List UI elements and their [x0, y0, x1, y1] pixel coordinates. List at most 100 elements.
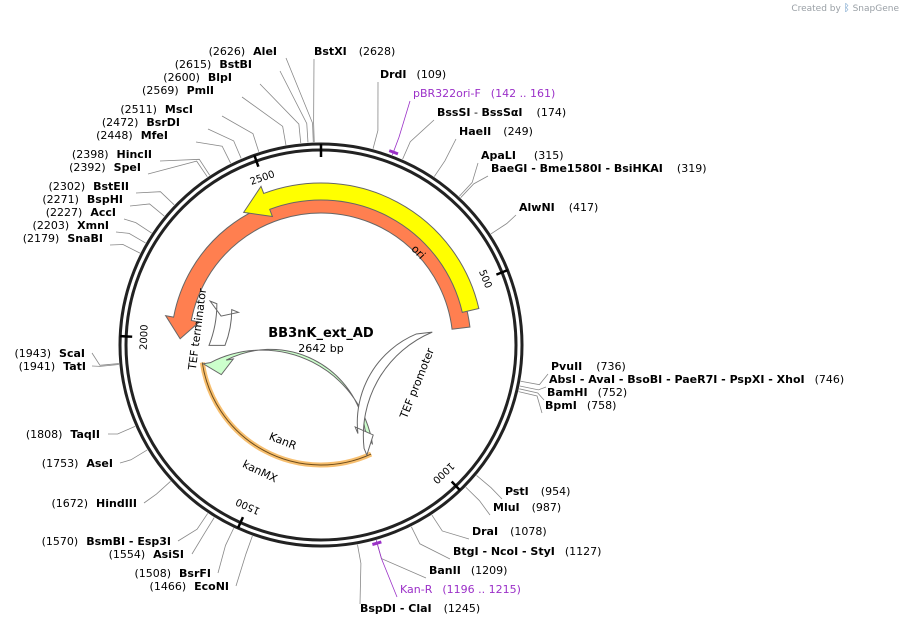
tick-mark	[120, 334, 133, 338]
credit-text: Created by	[791, 4, 841, 14]
leader-line	[458, 162, 479, 197]
leader-line	[135, 191, 175, 206]
tick-label: 1500	[234, 495, 262, 516]
feature-kanmx-arrow[interactable]	[164, 194, 471, 340]
site-label[interactable]: (1570)BsmBI - Esp3I	[42, 535, 171, 548]
site-label[interactable]: PstI(954)	[505, 485, 570, 498]
leader-line	[460, 175, 489, 198]
leader-line	[259, 83, 302, 144]
tick-mark	[236, 516, 245, 529]
site-label[interactable]: BssSI - BssSαI(174)	[437, 106, 566, 119]
site-label[interactable]: ApaLI(315)	[481, 149, 564, 162]
tick-label: 500	[476, 268, 493, 290]
leader-line	[235, 535, 253, 587]
leader-line	[391, 100, 411, 156]
site-label[interactable]: AlwNI(417)	[519, 201, 598, 214]
site-label[interactable]: (2271)BspHI	[42, 193, 123, 206]
site-label[interactable]: BamHI(752)	[547, 386, 627, 399]
feature-tef-promoter-arrow[interactable]	[354, 331, 433, 457]
site-label[interactable]: BpmI(758)	[545, 399, 616, 412]
left-site-labels: (2626)AleI BstXI(2628) (2615)BstBI (2600…	[14, 45, 395, 593]
site-label[interactable]: (1672)HindIII	[51, 497, 137, 510]
leader-line	[91, 364, 119, 367]
site-label[interactable]: BstXI(2628)	[314, 45, 395, 58]
leader-line	[123, 218, 152, 234]
site-label[interactable]: BaeGI - Bme1580I - BsiHKAI(319)	[491, 162, 707, 175]
leader-line	[285, 57, 314, 143]
leader-line	[147, 160, 208, 178]
site-label[interactable]: (2615)BstBI	[175, 58, 252, 71]
leader-line	[476, 475, 503, 500]
snapgene-logo-icon: ᛒ	[843, 3, 850, 14]
feature-kanr-label: KanR	[267, 430, 299, 453]
site-label[interactable]: PvuII(736)	[551, 360, 626, 373]
site-label[interactable]: (2398)HincII	[72, 148, 152, 161]
leader-line	[372, 81, 379, 149]
leader-line	[221, 115, 260, 152]
leader-line	[207, 128, 242, 159]
site-label[interactable]: (2569)PmlI	[142, 84, 214, 97]
site-label[interactable]: HaeII(249)	[459, 125, 533, 138]
site-label[interactable]: (2600)BlpI	[163, 71, 232, 84]
plasmid-length: 2642 bp	[298, 342, 343, 355]
leader-line	[217, 528, 235, 574]
snapgene-credit: Created by ᛒ SnapGene	[791, 3, 899, 14]
leader-line	[195, 141, 231, 164]
leader-line	[375, 540, 398, 598]
leader-line	[143, 480, 171, 504]
leader-line	[402, 119, 435, 160]
feature-tef-promoter-label: TEF promoter	[397, 346, 437, 421]
site-label[interactable]: (2227)AccI	[46, 206, 116, 219]
primer-label[interactable]: Kan-R(1196 .. 1215)	[400, 583, 521, 596]
leader-line	[115, 231, 146, 244]
plasmid-name: BB3nK_ext_AD	[268, 326, 374, 341]
site-label[interactable]: (2179)SnaBI	[23, 232, 103, 245]
tick-label: 2000	[139, 324, 151, 350]
leader-line	[465, 486, 491, 516]
leader-line	[279, 70, 309, 143]
feature-tef-terminator-arrow[interactable]	[208, 300, 241, 346]
site-label[interactable]: (2392)SpeI	[69, 161, 141, 174]
right-site-labels: DrdI(109) pBR322ori-F(142 .. 161) BssSI …	[360, 68, 844, 615]
leader-line	[119, 449, 148, 464]
site-label[interactable]: (1466)EcoNI	[150, 580, 229, 593]
site-label[interactable]: (2302)BstEII	[49, 180, 129, 193]
leader-line	[91, 352, 119, 366]
leader-line	[519, 385, 547, 391]
site-label[interactable]: (1508)BsrFI	[134, 567, 211, 580]
site-label[interactable]: (2448)MfeI	[96, 129, 168, 142]
tick-mark	[253, 154, 260, 168]
leader-line	[490, 214, 517, 235]
site-label[interactable]: (2511)MscI	[120, 103, 193, 116]
primer-label[interactable]: pBR322ori-F(142 .. 161)	[413, 87, 555, 100]
site-label[interactable]: (2203)XmnI	[33, 219, 109, 232]
site-label[interactable]: (1753)AseI	[42, 457, 113, 470]
site-label[interactable]: DraI(1078)	[472, 525, 547, 538]
site-label[interactable]: (2626)AleI	[209, 45, 277, 58]
tick-label: 2500	[249, 169, 277, 188]
leader-line	[518, 391, 543, 414]
leader-line	[357, 544, 362, 605]
feature-ori-arrow[interactable]	[242, 182, 480, 313]
site-label[interactable]: AbsI - AvaI - BsoBI - PaeR7I - PspXI - X…	[549, 373, 844, 386]
site-label[interactable]: MluI(987)	[493, 501, 561, 514]
site-label[interactable]: (1941)TatI	[19, 360, 86, 373]
site-label[interactable]: (1943)ScaI	[14, 347, 85, 360]
leader-line	[177, 513, 209, 542]
site-label[interactable]: BanII(1209)	[429, 564, 507, 577]
leader-line	[241, 96, 287, 146]
feature-kanr-arrow[interactable]	[201, 348, 374, 445]
leader-line	[129, 203, 165, 217]
site-label[interactable]: BtgI - NcoI - StyI(1127)	[453, 545, 601, 558]
leader-line	[191, 517, 215, 555]
site-label[interactable]: DrdI(109)	[380, 68, 446, 81]
site-label[interactable]: (2472)BsrDI	[102, 116, 180, 129]
leader-line	[159, 158, 211, 176]
leader-line	[375, 540, 427, 579]
site-label[interactable]: (1808)TaqII	[26, 428, 100, 441]
site-label[interactable]: (1554)AsiSI	[109, 548, 184, 561]
leader-line	[313, 58, 315, 143]
site-label[interactable]: BspDI - ClaI(1245)	[360, 602, 480, 615]
leader-line	[520, 373, 549, 386]
